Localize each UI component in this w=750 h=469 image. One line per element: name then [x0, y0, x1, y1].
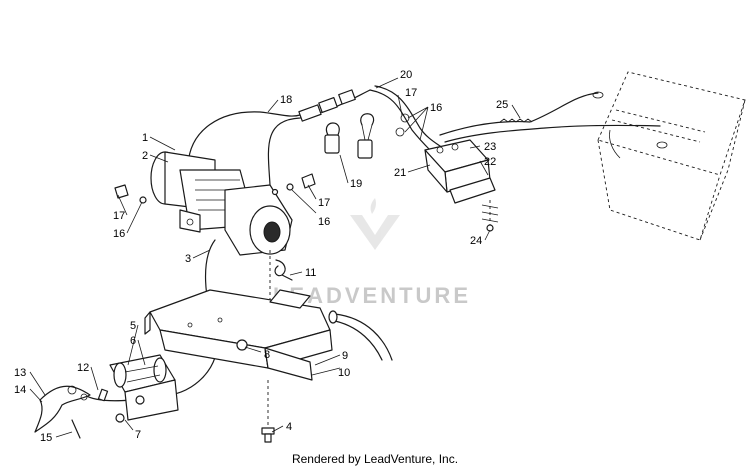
callout-11: 11 — [305, 267, 316, 279]
battery-outline — [592, 71, 746, 241]
render-credit: Rendered by LeadVenture, Inc. — [291, 452, 459, 466]
callout-21: 21 — [394, 167, 406, 179]
winch-assembly — [150, 151, 293, 256]
hardware-bolts — [261, 200, 499, 443]
callout-numbers: 1 2 3 4 5 6 7 8 9 10 11 12 13 14 15 16 1… — [14, 69, 508, 444]
roller-fairlead — [109, 354, 179, 421]
callout-17-left: 17 — [113, 210, 125, 222]
hair-pin-clip — [274, 259, 293, 281]
battery-cable — [439, 92, 661, 159]
callout-18: 18 — [280, 94, 292, 106]
callout-16-right: 16 — [318, 216, 330, 228]
callout-1: 1 — [142, 132, 148, 144]
winch-hook — [34, 385, 125, 439]
watermark-logo-icon — [350, 198, 400, 250]
callout-10: 10 — [338, 367, 350, 379]
mount-plate — [144, 289, 393, 381]
callout-25: 25 — [496, 99, 508, 111]
callout-4: 4 — [286, 421, 292, 433]
callout-6: 6 — [130, 335, 136, 347]
callout-2: 2 — [142, 150, 148, 162]
wiring-harness — [187, 85, 446, 186]
callout-16-top: 16 — [430, 102, 442, 114]
callout-leaders — [29, 77, 521, 438]
callout-14: 14 — [14, 384, 26, 396]
callout-17-top: 17 — [405, 87, 417, 99]
callout-15: 15 — [40, 432, 52, 444]
connector-boots — [324, 113, 375, 159]
callout-7: 7 — [135, 429, 141, 441]
callout-23: 23 — [484, 141, 496, 153]
callout-12: 12 — [77, 362, 89, 374]
callout-22: 22 — [484, 156, 496, 168]
callout-9: 9 — [342, 350, 348, 362]
callout-19: 19 — [350, 178, 362, 190]
callout-13: 13 — [14, 367, 26, 379]
terminal-caps — [114, 173, 316, 204]
callout-8: 8 — [264, 349, 270, 361]
contactor-assembly — [395, 113, 496, 204]
callout-3: 3 — [185, 253, 191, 265]
callout-5: 5 — [130, 320, 136, 332]
callout-20: 20 — [400, 69, 412, 81]
remote-cable — [84, 239, 218, 402]
callout-24: 24 — [470, 235, 482, 247]
callout-16-left: 16 — [113, 228, 125, 240]
callout-17-right: 17 — [318, 197, 330, 209]
